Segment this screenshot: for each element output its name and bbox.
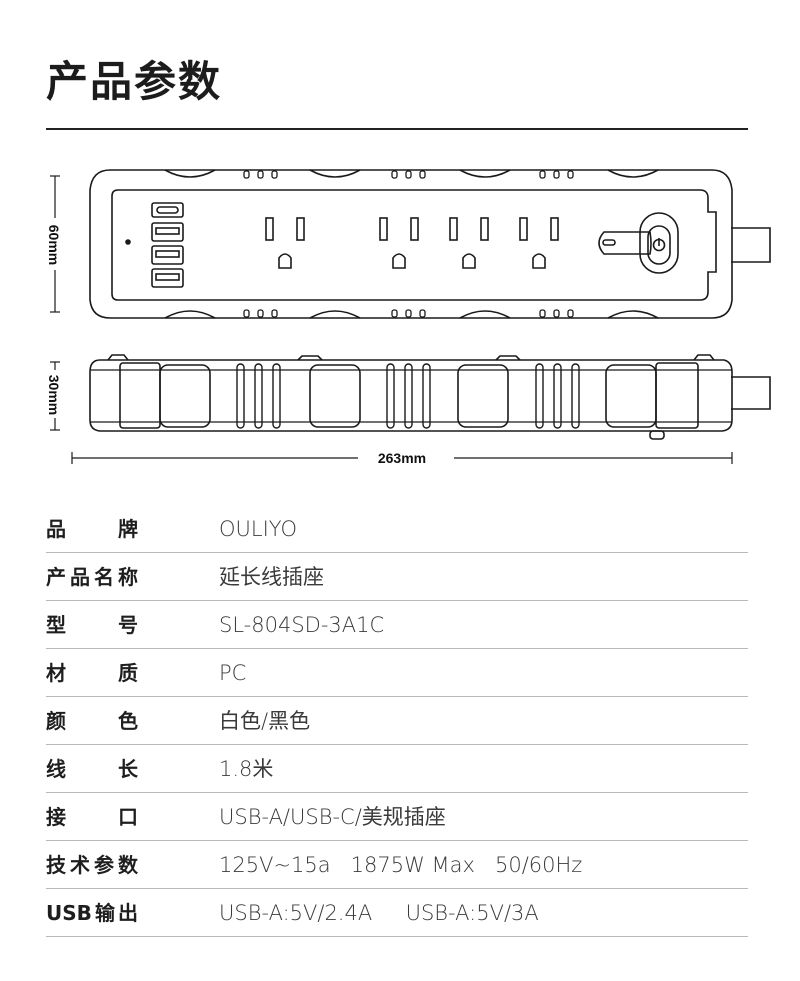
spec-label: 颜色: [46, 709, 138, 733]
title-divider: [46, 128, 748, 130]
spec-label: 材质: [46, 661, 138, 685]
spec-value: SL-804SD-3A1C: [219, 613, 385, 637]
spec-value: USB-A:5V/2.4A USB-A:5V/3A: [219, 901, 539, 925]
spec-row: 接口 USB-A/USB-C/美规插座: [46, 793, 748, 841]
spec-row: 线长 1.8米: [46, 745, 748, 793]
height-dimension-label: 60mm: [46, 225, 62, 265]
spec-label: 接口: [46, 805, 138, 829]
spec-value: OULIYO: [219, 517, 298, 541]
spec-row: USB输出 USB-A:5V/2.4A USB-A:5V/3A: [46, 889, 748, 937]
spec-label: 技术参数: [46, 853, 138, 877]
spec-value: 1.8米: [219, 757, 274, 781]
side-height-dimension-label: 30mm: [46, 375, 62, 415]
spec-row: 产品名称 延长线插座: [46, 553, 748, 601]
spec-row: 技术参数 125V~15a 1875W Max 50/60Hz: [46, 841, 748, 889]
spec-label: 线长: [46, 757, 138, 781]
page-title: 产品参数: [46, 57, 223, 106]
spec-row: 材质 PC: [46, 649, 748, 697]
spec-label: 型号: [46, 613, 138, 637]
spec-value: PC: [219, 661, 247, 685]
spec-value: 延长线插座: [219, 565, 324, 589]
spec-row: 颜色 白色/黑色: [46, 697, 748, 745]
spec-value: 125V~15a 1875W Max 50/60Hz: [219, 853, 583, 877]
spec-row: 型号 SL-804SD-3A1C: [46, 601, 748, 649]
spec-row: 品牌 OULIYO: [46, 505, 748, 553]
outlet: [265, 217, 305, 269]
spec-label: 品牌: [46, 517, 138, 541]
outlet: [379, 217, 419, 269]
spec-label: USB输出: [46, 901, 138, 925]
product-drawings: 60mm 30mm: [46, 169, 771, 466]
spec-value: 白色/黑色: [219, 709, 311, 733]
outlet: [449, 217, 489, 269]
length-dimension-label: 263mm: [378, 450, 426, 466]
side-view-drawing: [89, 354, 771, 440]
outlet: [519, 217, 559, 269]
spec-value: USB-A/USB-C/美规插座: [219, 805, 446, 829]
spec-table: 品牌 OULIYO 产品名称 延长线插座 型号 SL-804SD-3A1C 材质…: [46, 505, 748, 937]
spec-label: 产品名称: [46, 565, 138, 589]
top-view-drawing: [89, 169, 771, 319]
